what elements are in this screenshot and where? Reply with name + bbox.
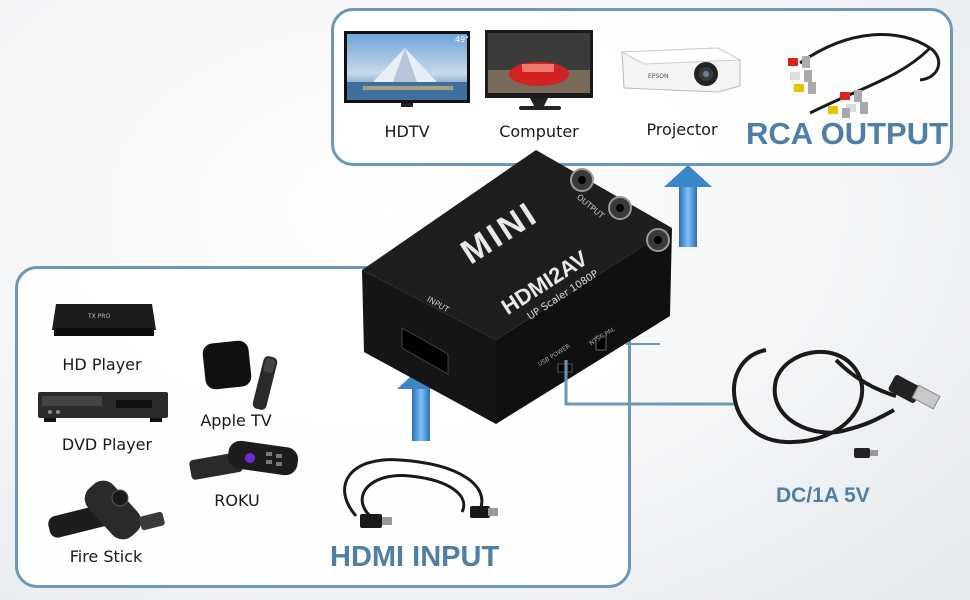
- hdmi2av-converter-box: [362, 150, 672, 424]
- device-label-computer: Computer: [499, 122, 579, 141]
- device-label-dvd-player: DVD Player: [61, 435, 153, 454]
- hd-player-icon: TX PRO: [52, 304, 156, 336]
- device-label-fire-stick: Fire Stick: [69, 547, 143, 566]
- dvd-player-icon: [38, 392, 168, 422]
- output-arrow-icon: [664, 165, 712, 247]
- switch-connector-line: [626, 343, 660, 345]
- usb-cable-icon: [731, 348, 941, 458]
- power-connector-line: [564, 360, 736, 406]
- hd-player-brand-text: TX PRO: [87, 313, 110, 320]
- projector-icon: EPSON: [620, 47, 742, 93]
- fire-stick-icon: [48, 480, 165, 540]
- roku-icon: [189, 440, 299, 480]
- hdtv-icon: 49": [344, 31, 470, 107]
- device-label-roku: ROKU: [214, 491, 260, 510]
- rca-cable-icon: [788, 33, 941, 118]
- projector-brand-text: EPSON: [648, 73, 668, 80]
- device-label-projector: Projector: [646, 120, 718, 139]
- hdmi-cable-icon: [343, 458, 498, 528]
- computer-monitor-icon: [485, 30, 593, 110]
- device-label-hdtv: HDTV: [384, 122, 430, 141]
- hdmi-input-title: HDMI INPUT: [330, 541, 500, 573]
- hdtv-screen-text: 49": [455, 35, 469, 44]
- power-spec-label: DC/1A 5V: [776, 484, 870, 507]
- device-label-apple-tv: Apple TV: [200, 411, 272, 430]
- rca-output-title: RCA OUTPUT: [746, 116, 949, 151]
- apple-tv-icon: [202, 340, 278, 410]
- device-label-hd-player: HD Player: [62, 355, 142, 374]
